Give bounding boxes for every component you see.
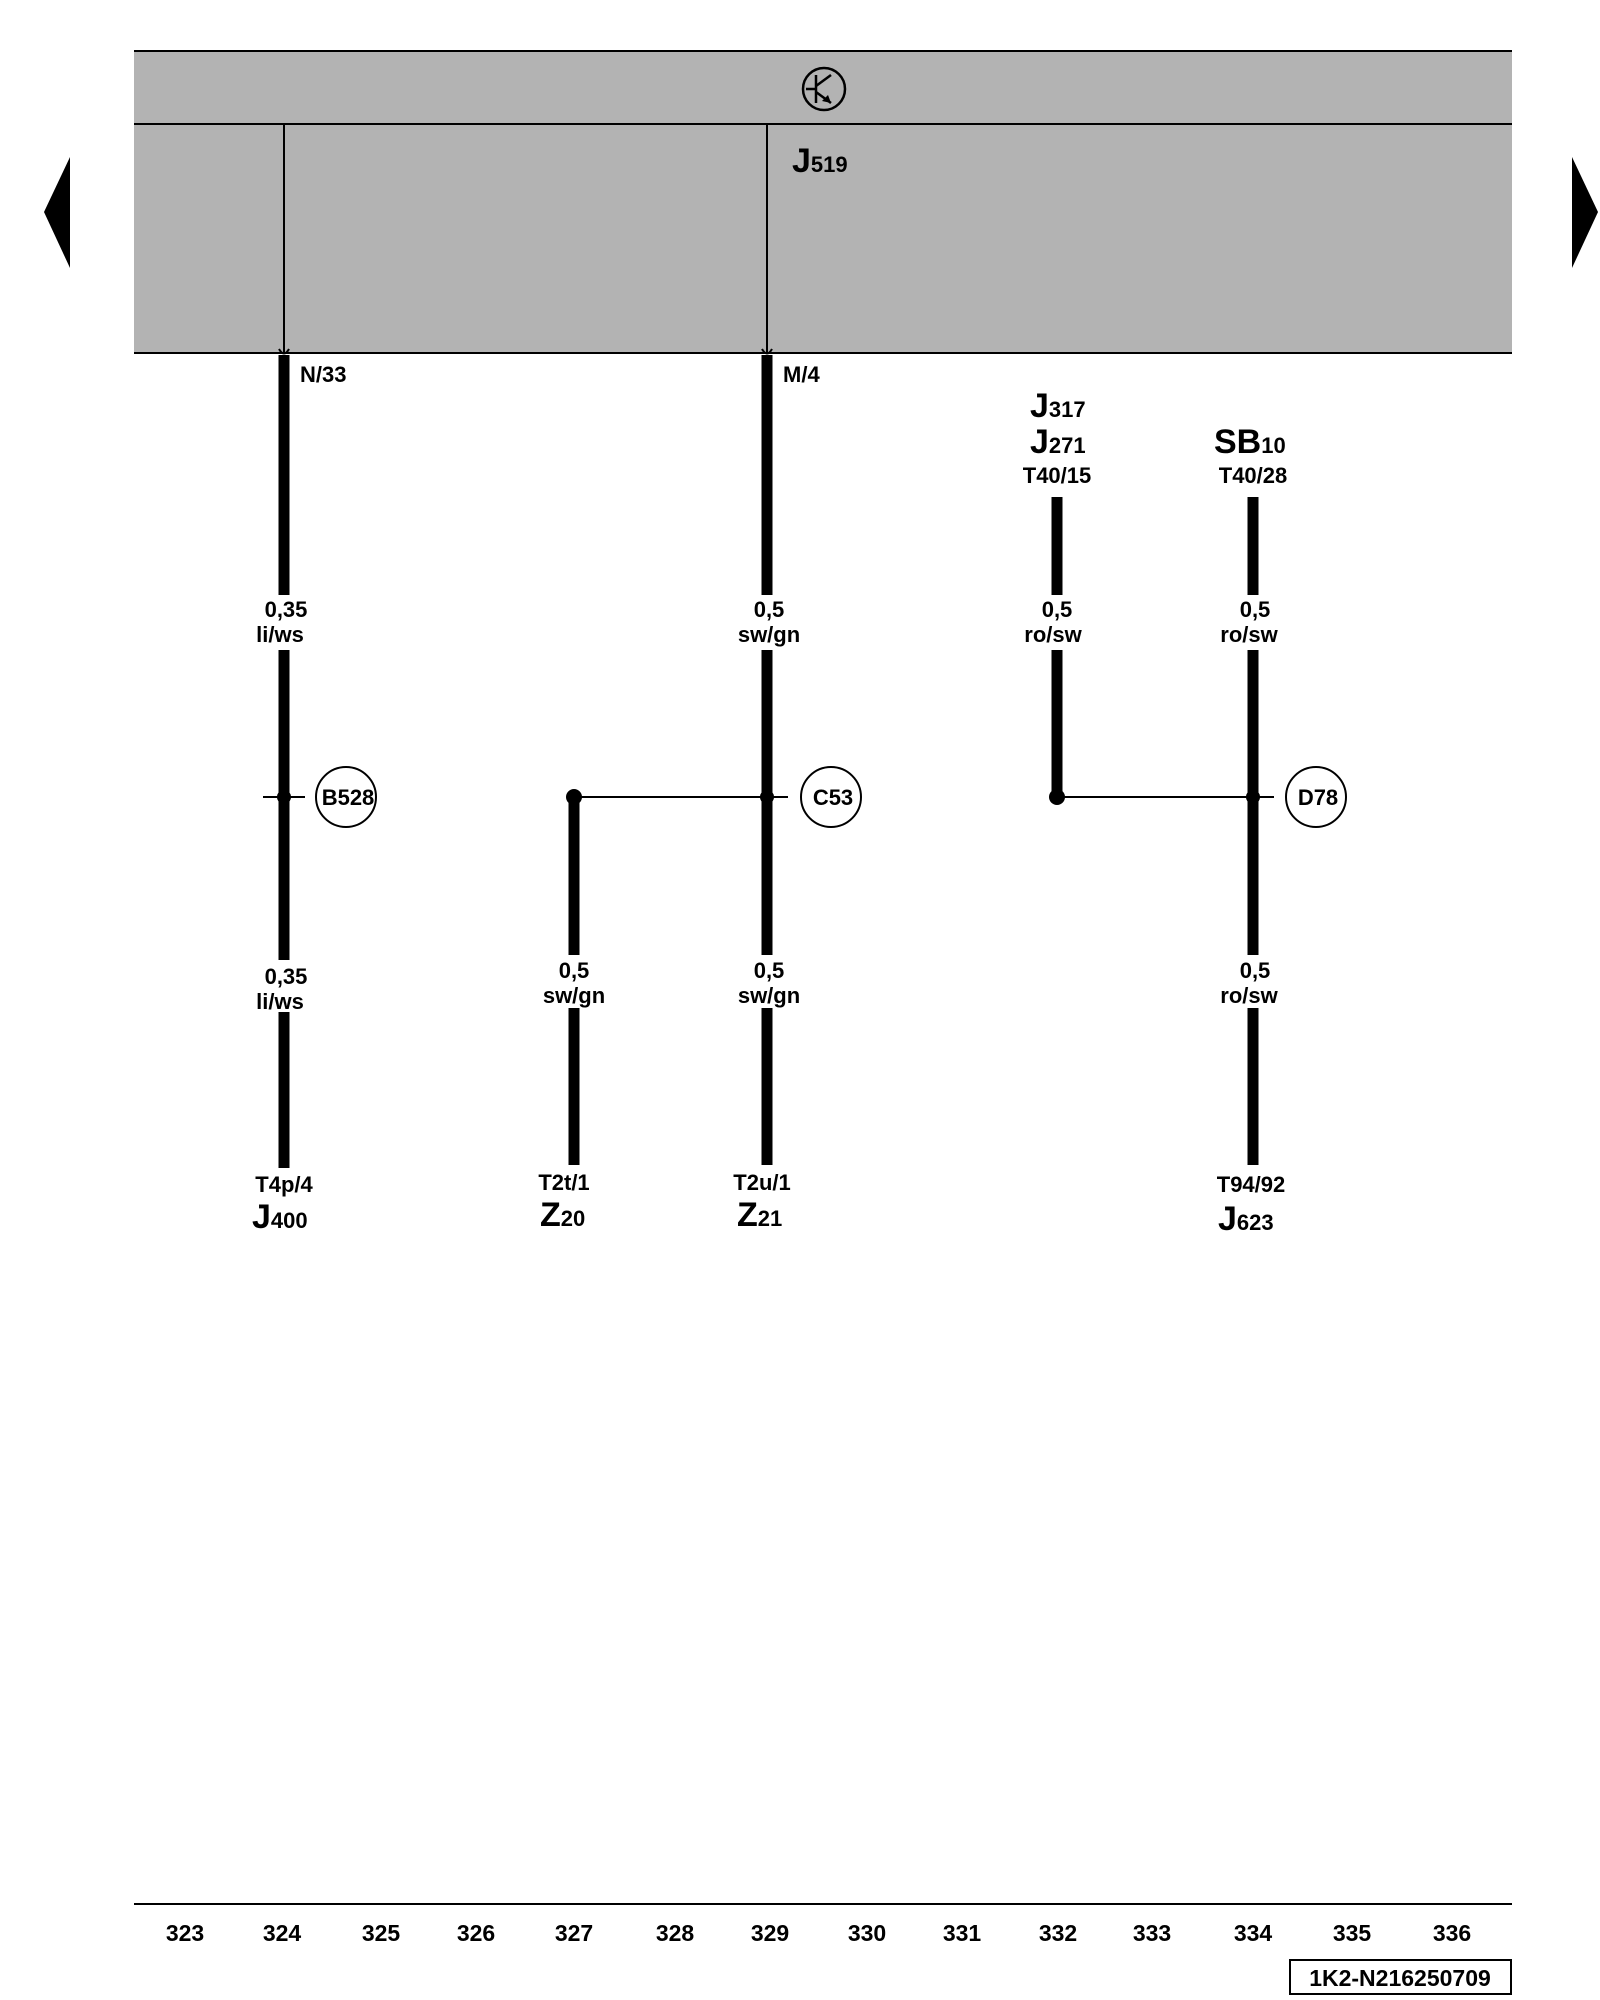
source-pin-t40-15: T40/15 [1023, 463, 1092, 488]
wire-size: 0,5 [754, 597, 785, 622]
document-id-box: 1K2-N216250709 [1289, 1959, 1512, 1995]
next-page-button[interactable] [1572, 157, 1598, 268]
endpoint-pin-t94-92: T94/92 [1217, 1172, 1286, 1197]
wire-column-334: 0,5 ro/sw 0,5 ro/sw [1220, 497, 1279, 1165]
wire-color: ro/sw [1024, 622, 1082, 647]
column-number: 327 [555, 1920, 593, 1946]
column-number: 324 [263, 1920, 302, 1946]
triangle-right-icon [1572, 157, 1598, 268]
wire-size: 0,35 [265, 964, 308, 989]
pin-mark-left [278, 348, 290, 355]
connection-node-c53: C53 [800, 766, 862, 828]
connection-node-d78: D78 [1285, 766, 1347, 828]
previous-page-button[interactable] [44, 157, 70, 268]
pin-mark-mid [761, 348, 773, 355]
column-number: 325 [362, 1920, 401, 1946]
wire-size: 0,35 [265, 597, 308, 622]
endpoint-label-j623: J623 [1218, 1200, 1274, 1238]
column-number: 336 [1433, 1920, 1471, 1946]
wire-size: 0,5 [1042, 597, 1073, 622]
wire-size: 0,5 [559, 958, 590, 983]
wire-column-327: 0,5 sw/gn [543, 789, 605, 1165]
endpoint-pin-t2u-1: T2u/1 [733, 1170, 790, 1195]
wire-color: sw/gn [543, 983, 605, 1008]
wire-color: sw/gn [738, 983, 800, 1008]
svg-text:B528: B528 [322, 785, 375, 810]
wire-color: ro/sw [1220, 983, 1278, 1008]
control-unit-number: 519 [811, 152, 848, 177]
control-unit-label: J519 [792, 142, 848, 180]
pin-label-n33: N/33 [300, 362, 346, 387]
column-numbers: 323 324 325 326 327 328 329 330 331 332 … [166, 1920, 1471, 1946]
control-unit-header [134, 51, 1512, 124]
column-number: 326 [457, 1920, 495, 1946]
source-label-j317: J317 [1030, 387, 1086, 425]
source-label-sb10: SB10 [1214, 423, 1286, 461]
wire-color: li/ws [256, 622, 304, 647]
svg-text:D78: D78 [1298, 785, 1338, 810]
triangle-left-icon [44, 157, 70, 268]
document-id: 1K2-N216250709 [1309, 1965, 1491, 1991]
control-unit-name: J [792, 142, 811, 180]
wire-column-332: 0,5 ro/sw [1024, 497, 1083, 805]
column-number: 334 [1234, 1920, 1273, 1946]
source-label-j271: J271 [1030, 423, 1086, 461]
column-number: 328 [656, 1920, 695, 1946]
wire-size: 0,5 [754, 958, 785, 983]
wire-size: 0,5 [1240, 597, 1271, 622]
wire-column-324: 0,35 li/ws 0,35 li/ws [256, 355, 307, 1168]
column-number: 331 [943, 1920, 982, 1946]
source-pin-t40-28: T40/28 [1219, 463, 1288, 488]
column-number: 323 [166, 1920, 204, 1946]
splice-dot [277, 790, 291, 804]
pin-label-m4: M/4 [783, 362, 820, 387]
wire-color: ro/sw [1220, 622, 1278, 647]
column-number: 335 [1333, 1920, 1372, 1946]
endpoint-label-j400: J400 [252, 1198, 308, 1236]
column-number: 330 [848, 1920, 886, 1946]
wire-column-329: 0,5 sw/gn 0,5 sw/gn [738, 355, 800, 1165]
control-unit-j519: J519 [134, 50, 1512, 355]
column-number: 333 [1133, 1920, 1171, 1946]
control-unit-body [134, 124, 1512, 353]
svg-text:C53: C53 [813, 785, 853, 810]
connection-node-b528: B528 [315, 766, 377, 828]
transistor-symbol-icon [801, 66, 847, 112]
endpoint-pin-t2t-1: T2t/1 [538, 1170, 589, 1195]
endpoint-label-z20: Z20 [540, 1196, 585, 1234]
wire-size: 0,5 [1240, 958, 1271, 983]
wire-color: sw/gn [738, 622, 800, 647]
column-number: 329 [751, 1920, 789, 1946]
column-number: 332 [1039, 1920, 1077, 1946]
endpoint-pin-t4p-4: T4p/4 [255, 1172, 313, 1197]
endpoint-label-z21: Z21 [737, 1196, 782, 1234]
wire-color: li/ws [256, 989, 304, 1014]
